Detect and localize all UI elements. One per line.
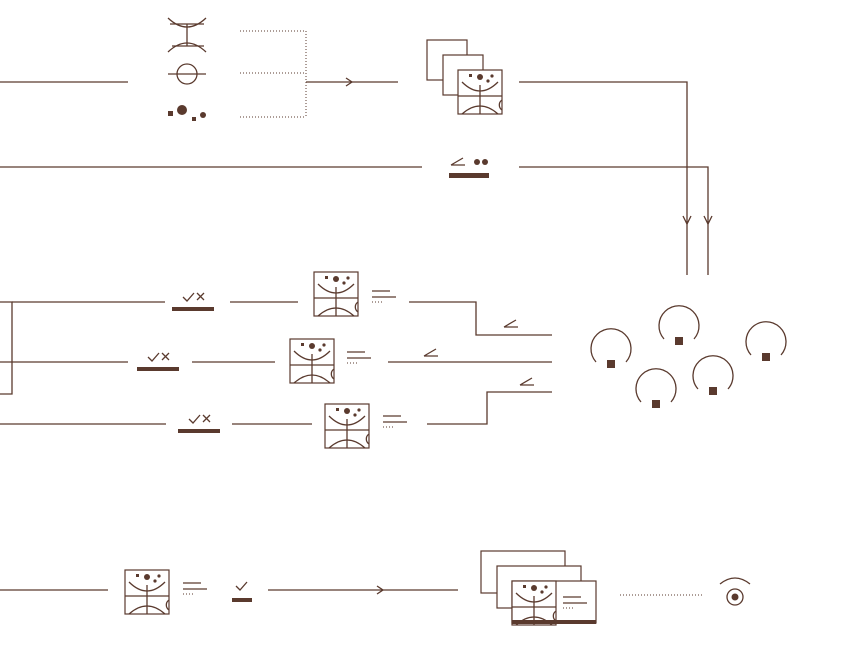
flow-line-1: [519, 81, 688, 275]
review-rows: [0, 271, 552, 449]
check-cross-mark-icon: [177, 414, 221, 434]
angle-mark-icon: [503, 319, 519, 328]
open-ring-icon: [658, 305, 700, 346]
open-ring-icon: [635, 368, 677, 409]
stacked-cards-output-icon: [480, 550, 597, 626]
check-mark-icon: [232, 581, 252, 602]
annotation-mark-icon: [449, 157, 489, 178]
dotted-connectors: [240, 30, 307, 118]
final-row: [0, 550, 751, 626]
open-ring-icon: [692, 355, 734, 396]
open-ring-icon: [590, 328, 632, 369]
input-section: [0, 17, 692, 275]
review-row-2: [0, 338, 552, 384]
spiral-glyph-icon: [167, 17, 207, 53]
check-cross-mark-icon: [171, 292, 215, 312]
flow-line-2: [519, 166, 709, 275]
annotation-row: [0, 157, 713, 275]
arrow-head-icon: [345, 77, 354, 87]
open-ring-icon: [745, 321, 787, 362]
stacked-cards-icon: [426, 39, 503, 115]
angle-mark-icon: [519, 377, 535, 386]
review-row-1: [12, 271, 552, 336]
circle-on-line-icon: [168, 63, 206, 85]
output-cluster: [590, 305, 787, 409]
review-row-3: [0, 377, 552, 449]
scattered-dots-icon: [168, 105, 206, 121]
eye-icon: [719, 577, 751, 606]
arrow-head-icon: [376, 585, 385, 595]
angle-mark-icon: [423, 348, 439, 357]
check-cross-mark-icon: [136, 352, 180, 372]
